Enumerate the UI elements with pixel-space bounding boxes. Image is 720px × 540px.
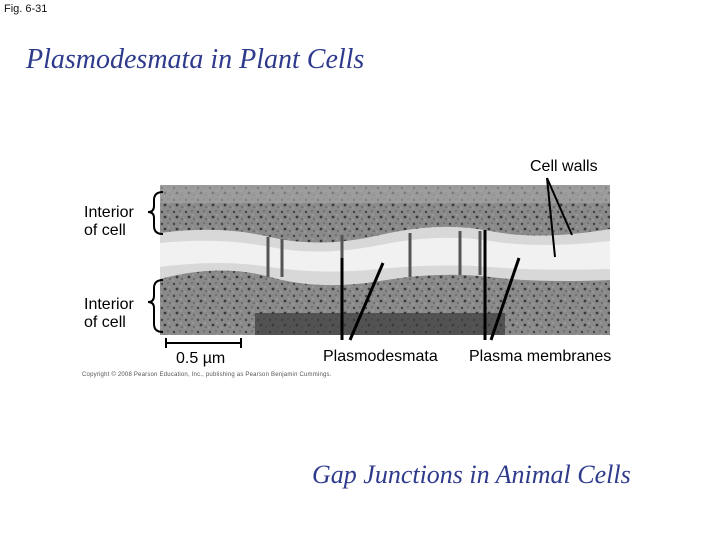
leader-plasmodesmata-2 [348, 262, 385, 341]
micrograph-image [160, 185, 610, 335]
figure-label: Fig. 6-31 [4, 3, 48, 15]
label-cell-walls: Cell walls [530, 158, 598, 175]
label-interior-lower: Interior of cell [84, 296, 134, 332]
title-plasmodesmata: Plasmodesmata in Plant Cells [26, 44, 365, 75]
title-gap-junctions: Gap Junctions in Animal Cells [312, 460, 631, 489]
label-plasma-membranes: Plasma membranes [469, 348, 612, 365]
leader-cell-walls-1 [546, 177, 573, 236]
label-interior-upper-line2: of cell [84, 222, 126, 239]
leader-plasma-membranes-2 [489, 257, 521, 341]
label-scale-bar: 0.5 µm [176, 350, 226, 367]
copyright-text: Copyright © 2008 Pearson Education, Inc.… [82, 372, 332, 378]
label-plasmodesmata: Plasmodesmata [323, 348, 438, 365]
label-interior-lower-line2: of cell [84, 314, 126, 331]
label-interior-upper-line1: Interior [84, 204, 134, 221]
label-interior-upper: Interior of cell [84, 204, 134, 240]
label-interior-lower-line1: Interior [84, 296, 134, 313]
brace-lower [147, 279, 164, 333]
leader-cell-walls-2 [546, 177, 556, 258]
brace-upper [147, 191, 164, 235]
